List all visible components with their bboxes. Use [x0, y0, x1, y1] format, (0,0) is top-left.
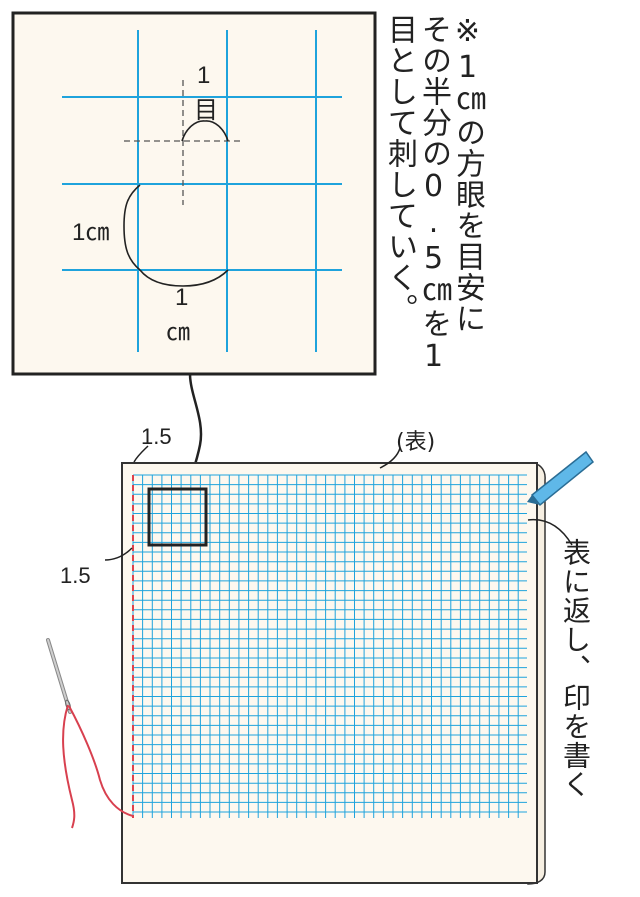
detail-bracket-side — [123, 184, 141, 271]
top-margin-label: 1.5 — [141, 424, 172, 449]
omote-leader — [379, 447, 401, 469]
note-line-2: その半分の0.5㎝を1 — [416, 14, 451, 375]
detail-label-me: 目 — [194, 96, 218, 124]
detail-grid — [62, 30, 342, 352]
omote-label: (表) — [396, 430, 436, 455]
detail-bracket-me — [181, 120, 229, 142]
marker-pen-icon — [527, 450, 595, 507]
top-margin-bracket — [133, 445, 149, 463]
detail-label-bottom-cm: ㎝ — [166, 319, 190, 346]
note-line-1: ※1㎝の方眼を目安に — [450, 14, 485, 334]
note-line-3: 目として刺していく。 — [382, 14, 417, 324]
detail-inset — [11, 11, 377, 376]
side-note-leader — [527, 518, 573, 546]
needle-thread-icon — [46, 638, 134, 829]
detail-dashed-guides — [124, 80, 244, 205]
fabric-grid — [132, 474, 527, 818]
detail-label-1cm-side: 1㎝ — [72, 219, 110, 246]
fabric-sheet — [121, 462, 538, 884]
left-margin-label: 1.5 — [60, 563, 91, 588]
left-margin-bracket — [104, 547, 133, 561]
detail-inset-frame — [11, 11, 377, 376]
magnified-area-frame — [147, 487, 208, 547]
detail-bracket-bottom — [139, 269, 229, 287]
detail-label-bottom-one: 1 — [175, 284, 189, 311]
side-note: 表に返し、印を書く — [559, 538, 592, 799]
detail-label-one: 1 — [197, 62, 211, 89]
fabric — [121, 462, 546, 885]
